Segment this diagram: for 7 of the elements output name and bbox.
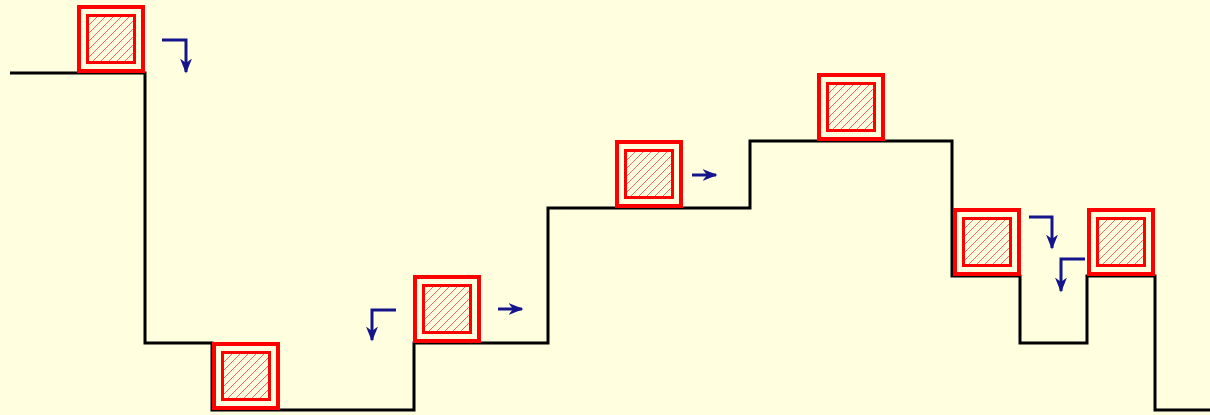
hatched-block: [77, 5, 145, 73]
hatched-block: [212, 342, 280, 410]
hatched-block: [817, 73, 885, 141]
hatched-block: [615, 140, 683, 208]
hatched-block: [1087, 208, 1155, 276]
hatched-block: [953, 208, 1021, 276]
hatched-block: [413, 275, 481, 343]
